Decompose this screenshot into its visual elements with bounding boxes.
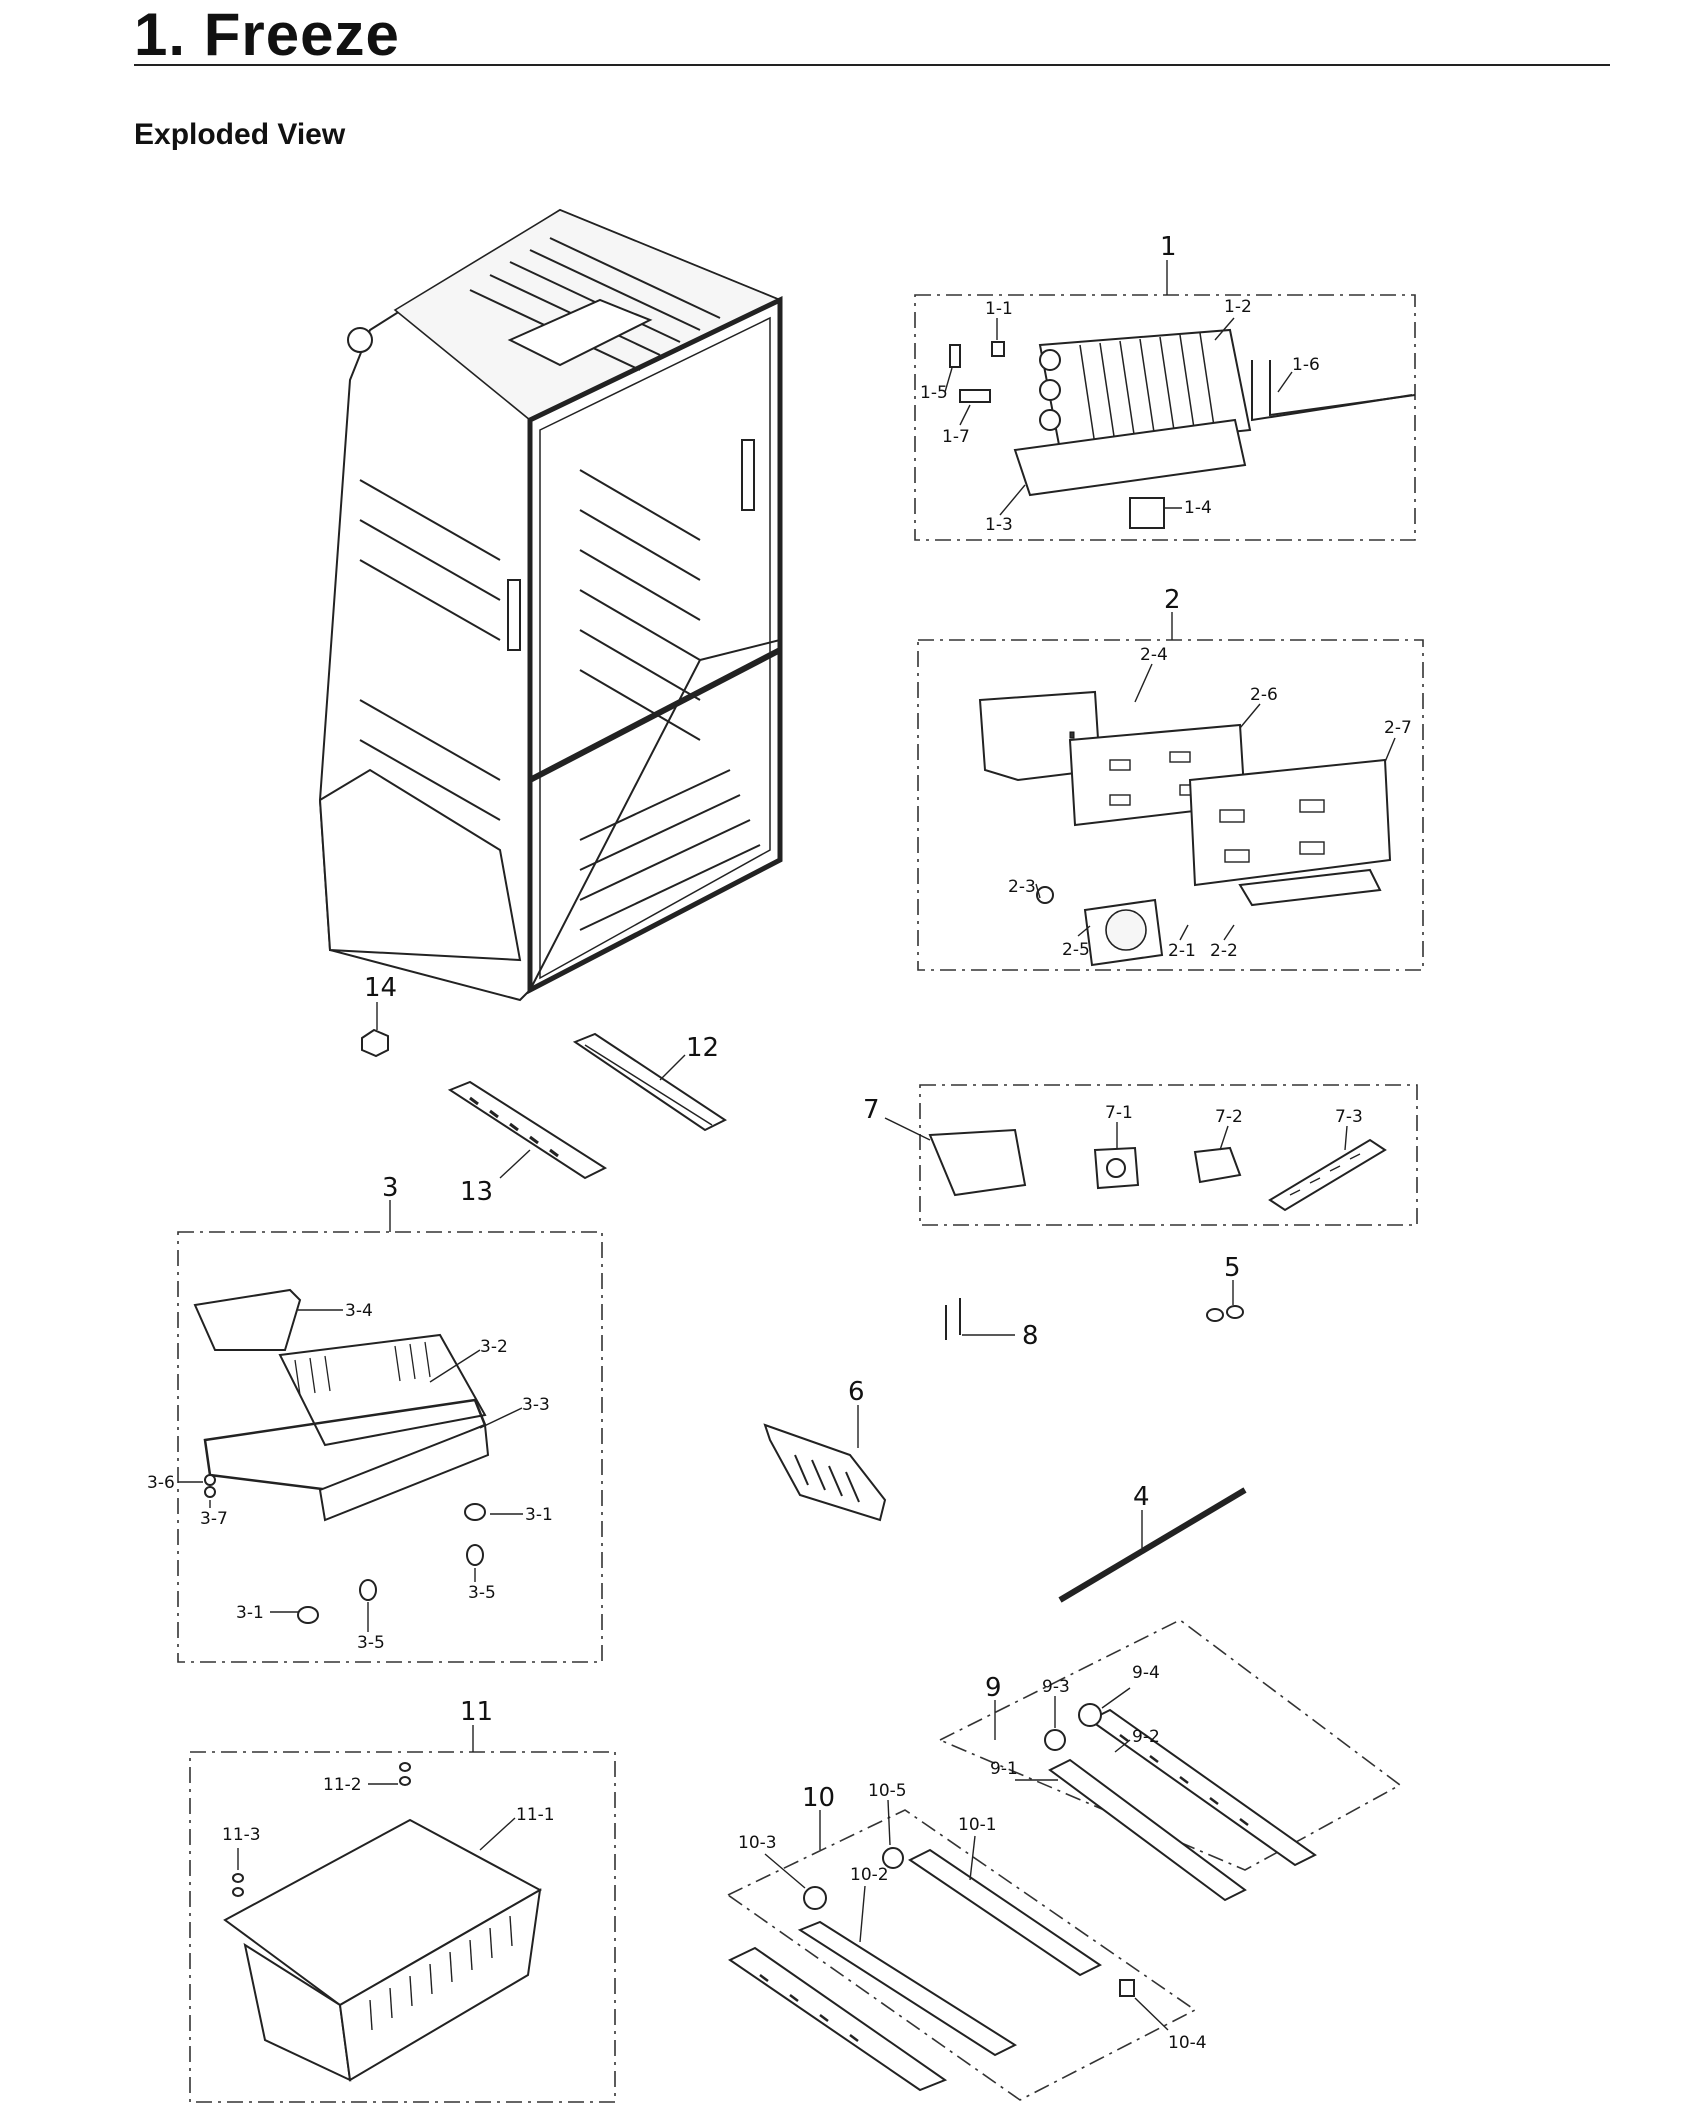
label-9-1: 9-1 [990,1759,1018,1779]
label-1-4: 1-4 [1184,498,1212,518]
label-2-6: 2-6 [1250,685,1278,705]
label-1-6: 1-6 [1292,355,1320,375]
label-13: 13 [460,1177,493,1207]
label-1-3: 1-3 [985,515,1013,535]
group-11-box [189,1751,616,2103]
section-subtitle: Exploded View [134,118,346,151]
part-9-rails [1044,1703,1317,1902]
label-3-1-lower: 3-1 [236,1603,264,1623]
label-1-2: 1-2 [1224,297,1252,317]
group-7-box [919,1084,1418,1226]
label-1-7: 1-7 [942,427,970,447]
label-4: 4 [1133,1482,1150,1512]
group-10-box [726,1809,1197,2101]
label-6: 6 [848,1377,865,1407]
label-2-2: 2-2 [1210,941,1238,961]
label-8: 8 [1022,1321,1039,1351]
part-11-basket [223,1762,543,2082]
label-10-3: 10-3 [738,1833,777,1853]
label-11-3: 11-3 [222,1825,261,1845]
part-3-drawer [193,1288,490,1624]
label-7-1: 7-1 [1105,1103,1133,1123]
label-2: 2 [1164,585,1181,615]
label-7-3: 7-3 [1335,1107,1363,1127]
part-13-rail [447,1080,608,1180]
label-3-5: 3-5 [468,1583,496,1603]
label-10-2: 10-2 [850,1865,889,1885]
group-2-box [917,639,1424,971]
part-6-cover [763,1405,887,1522]
label-10: 10 [802,1783,835,1813]
label-2-3: 2-3 [1008,877,1036,897]
label-3-4: 3-4 [345,1301,373,1321]
label-3-3: 3-3 [522,1395,550,1415]
label-10-4: 10-4 [1168,2033,1207,2053]
part-8-pins [945,1298,1015,1340]
label-3-1: 3-1 [525,1505,553,1525]
label-9-4: 9-4 [1132,1663,1160,1683]
label-3-2: 3-2 [480,1337,508,1357]
label-2-7: 2-7 [1384,718,1412,738]
label-2-4: 2-4 [1140,645,1168,665]
label-14: 14 [364,973,397,1003]
label-2-1: 2-1 [1168,941,1196,961]
label-1-1: 1-1 [985,299,1013,319]
label-3-5-lower: 3-5 [357,1633,385,1653]
label-7-2: 7-2 [1215,1107,1243,1127]
part-10-rails [728,1847,1135,2092]
label-10-1: 10-1 [958,1815,997,1835]
label-9: 9 [985,1673,1002,1703]
label-1-5: 1-5 [920,383,948,403]
label-2-5: 2-5 [1062,940,1090,960]
label-12: 12 [686,1033,719,1063]
part-12-rail [572,1032,727,1132]
part-1-evaporator [949,328,1416,529]
label-3-6: 3-6 [147,1473,175,1493]
group-3-box [177,1231,603,1663]
cabinet-assembly [318,208,783,1002]
label-1: 1 [1160,232,1177,262]
part-7-ice-maker [928,1128,1387,1212]
part-4-rod [1058,1487,1247,1603]
group-1-box [914,294,1416,541]
label-11: 11 [460,1697,493,1727]
part-14-clip [361,1002,389,1058]
label-10-5: 10-5 [868,1781,907,1801]
label-9-3: 9-3 [1042,1677,1070,1697]
part-2-fan-cover [978,690,1392,967]
page-title: 1. Freeze [134,1,400,68]
label-5: 5 [1224,1253,1241,1283]
label-9-2: 9-2 [1132,1727,1160,1747]
group-9-box [938,1619,1402,1871]
label-7: 7 [863,1095,880,1125]
label-3-7: 3-7 [200,1509,228,1529]
part-5-screws [1206,1280,1244,1322]
label-11-1: 11-1 [516,1805,555,1825]
title-divider [134,64,1610,66]
label-11-2: 11-2 [323,1775,362,1795]
label-3: 3 [382,1173,399,1203]
